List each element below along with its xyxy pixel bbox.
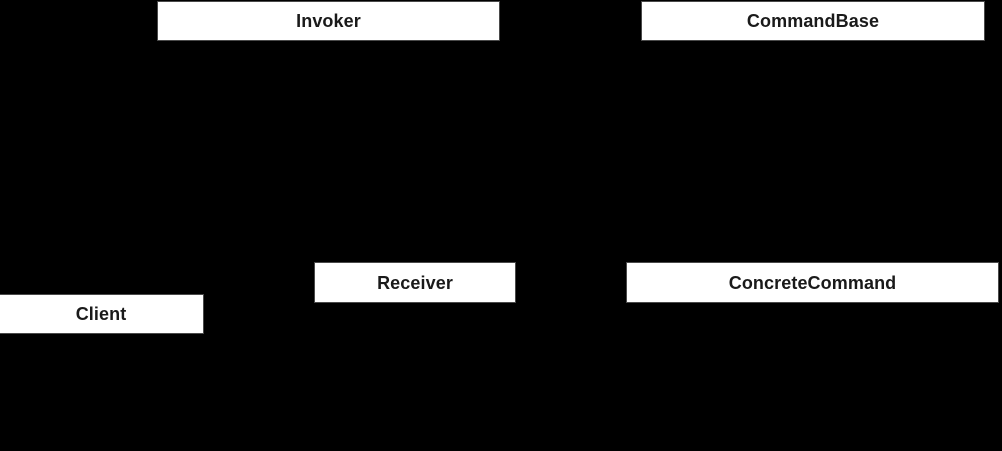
uml-class-name-receiver: Receiver: [377, 272, 453, 293]
uml-class-name-commandbase: CommandBase: [746, 11, 880, 31]
uml-class-name-client: Client: [75, 304, 127, 324]
uml-class-box-client[interactable]: Client: [0, 294, 204, 334]
uml-class-name-invoker: Invoker: [296, 11, 361, 31]
uml-class-name-concretecommand: ConcreteCommand: [728, 272, 897, 293]
uml-class-box-commandbase[interactable]: CommandBase: [641, 1, 985, 41]
uml-class-box-concretecommand[interactable]: ConcreteCommand: [626, 262, 999, 303]
uml-class-box-receiver[interactable]: Receiver: [314, 262, 516, 303]
uml-class-box-invoker[interactable]: Invoker: [157, 1, 500, 41]
